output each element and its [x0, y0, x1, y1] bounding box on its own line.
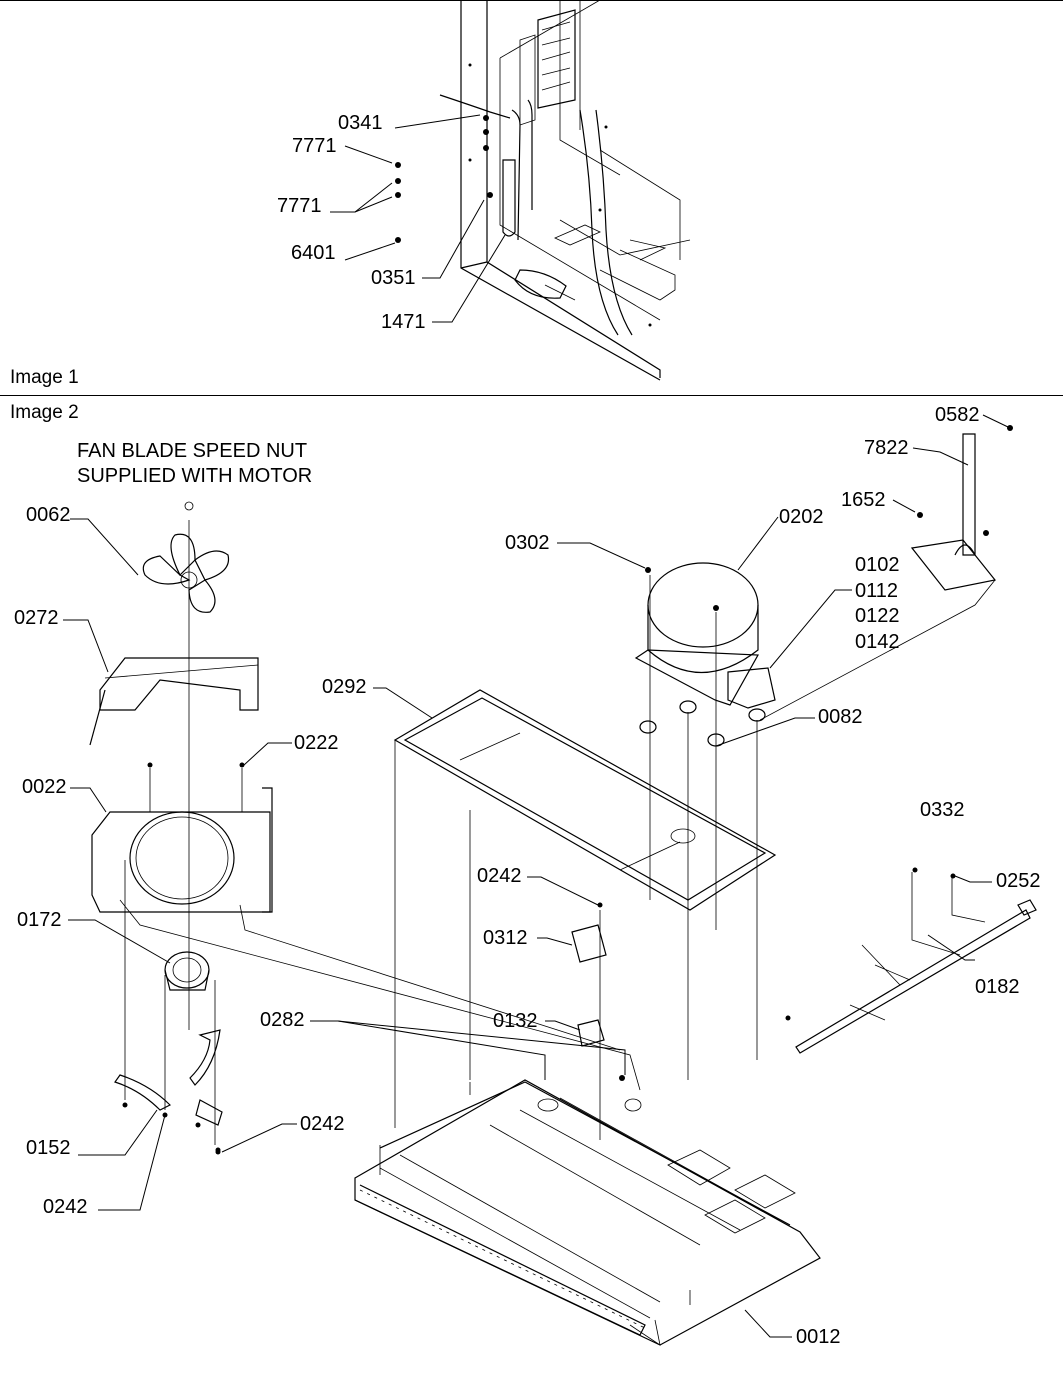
callout-0142: 0142	[855, 631, 900, 653]
callout-0102: 0102	[855, 554, 900, 576]
section-label-image-2: Image 2	[10, 402, 79, 423]
callout-0582: 0582	[935, 404, 980, 426]
callout-0172: 0172	[17, 909, 62, 931]
callout-0112: 0112	[855, 580, 899, 602]
callout-0222: 0222	[294, 732, 339, 754]
leader-lines	[63, 414, 1009, 1338]
callout-0282: 0282	[260, 1009, 305, 1031]
base-pan-0012	[354, 1079, 821, 1346]
compressor-bracket-7822	[759, 425, 1013, 721]
callout-0242: 0242	[300, 1113, 345, 1135]
image1-assembly	[330, 0, 691, 381]
callout-0152: 0152	[26, 1137, 71, 1159]
grommets-0082	[639, 700, 766, 1080]
callout-7822: 7822	[864, 437, 909, 459]
callout-0351: 0351	[371, 267, 416, 289]
callout-0242: 0242	[43, 1196, 88, 1218]
callout-0082: 0082	[818, 706, 863, 728]
callout-1471: 1471	[381, 311, 426, 333]
fan-shroud-0022	[91, 762, 641, 1091]
compressor-0202	[634, 562, 776, 930]
callout-6401: 6401	[291, 242, 336, 264]
callout-0012: 0012	[796, 1326, 841, 1348]
callout-0252: 0252	[996, 870, 1041, 892]
callout-0341: 0341	[338, 112, 383, 134]
callout-0022: 0022	[22, 776, 67, 798]
callout-0062: 0062	[26, 504, 71, 526]
drain-pan-0292	[393, 689, 777, 1128]
relay-0312-overload-0132	[571, 902, 607, 1140]
callout-0332: 0332	[920, 799, 965, 821]
callout-0292: 0292	[322, 676, 367, 698]
callout-0312: 0312	[483, 927, 528, 949]
callout-7771: 7771	[277, 195, 322, 217]
fan-motor-0172	[114, 860, 223, 1153]
callout-0302: 0302	[505, 532, 550, 554]
note-line-2: SUPPLIED WITH MOTOR	[77, 465, 313, 487]
callout-0202: 0202	[779, 506, 824, 528]
callout-7771: 7771	[292, 135, 337, 157]
note-line-1: FAN BLADE SPEED NUT	[77, 440, 308, 462]
callout-0122: 0122	[855, 605, 900, 627]
callout-0132: 0132	[493, 1010, 538, 1032]
callout-1652: 1652	[841, 489, 886, 511]
callout-0242: 0242	[477, 865, 522, 887]
wiring-harness-0182	[785, 867, 1037, 1054]
section-label-image-1: Image 1	[10, 367, 79, 388]
top-border	[0, 0, 1063, 1]
callout-0182: 0182	[975, 976, 1020, 998]
screws-0242	[215, 1075, 625, 1155]
callout-0272: 0272	[14, 607, 59, 629]
shroud-cover-0272	[89, 657, 259, 746]
fan-blade-0062	[142, 501, 230, 1030]
section-divider	[0, 395, 1063, 396]
